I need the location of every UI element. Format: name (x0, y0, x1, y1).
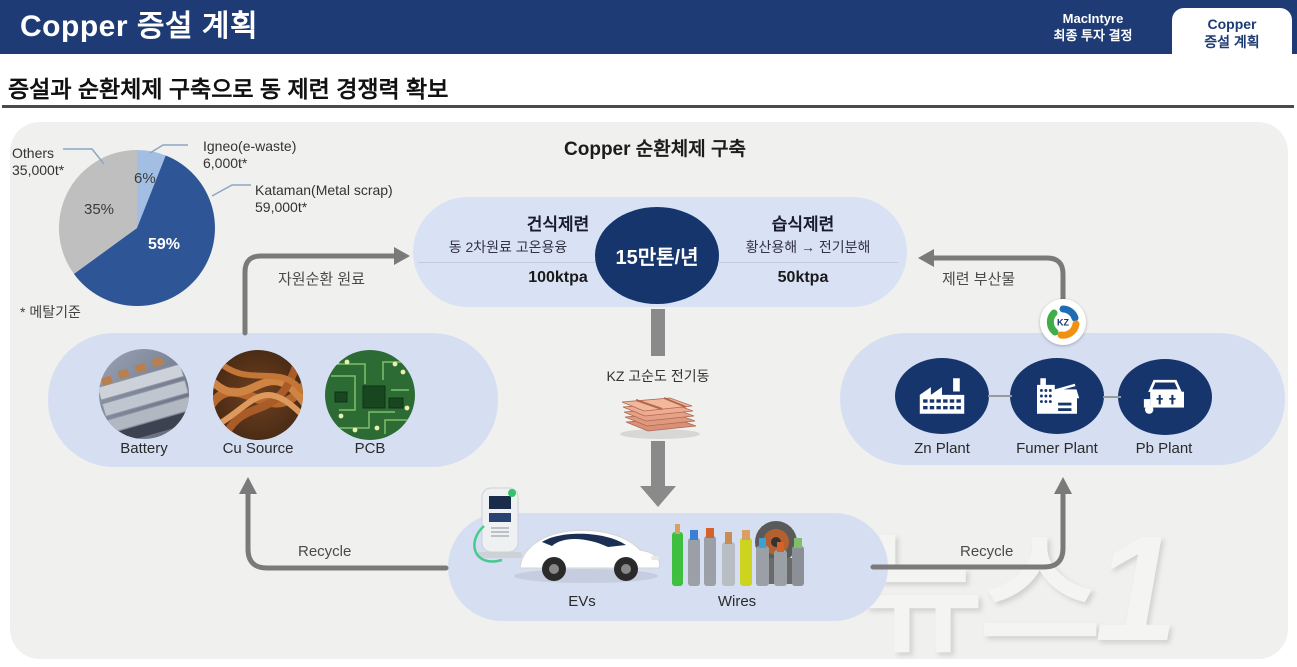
tab-copper-plan-line2: 증설 계획 (1204, 34, 1260, 50)
battery-photo (99, 349, 189, 439)
cathode-label: KZ 고순도 전기동 (606, 368, 710, 384)
pb-plant-circle (1118, 359, 1212, 435)
feed-arrow-label: 자원순환 원료 (278, 271, 365, 288)
wet-smelting-capacity: 50ktpa (777, 269, 829, 286)
pie-pct-others: 35% (84, 201, 115, 218)
byproduct-arrow-label: 제련 부산물 (942, 271, 1016, 288)
pie-callout-kataman-amount: 59,000t* (255, 199, 308, 215)
wet-smelting-heading: 습식제련 (771, 215, 835, 234)
news1-watermark: 뉴스1 (862, 488, 1191, 667)
label-battery: Battery (120, 440, 168, 457)
pcb-photo (325, 350, 415, 440)
pie-callout-others-amount: 35,000t* (12, 162, 65, 178)
nav-tab-macintyre-line2: 최종 투자 결정 (1053, 28, 1133, 43)
copper-cathode-image (620, 397, 700, 439)
nav-tab-macintyre-line1: MacIntyre (1062, 11, 1124, 26)
kz-logo-text: KZ (1057, 318, 1069, 328)
recycle-right-label: Recycle (960, 543, 1014, 560)
kz-logo-swirl: KZ (1046, 305, 1080, 339)
pie-callout-igneo-amount: 6,000t* (203, 155, 248, 171)
watermark-numeral: 1 (1082, 504, 1192, 667)
total-capacity-badge: 15만톤/년 (595, 207, 719, 304)
pie-slice-others (59, 150, 137, 274)
fumer-plant-icon (1037, 378, 1080, 414)
smelting-capacity-pill: 건식제련 동 2차원료 고온용융 100ktpa 15만톤/년 습식제련 황산용… (413, 197, 907, 307)
page-title: Copper 증설 계획 (20, 10, 259, 43)
kz-logo: KZ (1040, 299, 1086, 345)
label-pcb: PCB (354, 440, 386, 457)
dry-smelting-capacity: 100ktpa (528, 269, 588, 286)
label-evs: EVs (568, 593, 596, 610)
slide-subtitle: 증설과 순환체제 구축으로 동 제련 경쟁력 확보 (8, 76, 449, 102)
nav-tab-macintyre[interactable]: MacIntyre 최종 투자 결정 (1028, 10, 1158, 44)
label-cu-source: Cu Source (222, 440, 294, 457)
recycle-left-label: Recycle (298, 543, 352, 560)
zn-plant-circle (895, 358, 989, 434)
pb-plant-icon (1143, 379, 1184, 414)
fumer-plant-circle (1010, 358, 1104, 434)
dry-smelting-heading: 건식제련 (526, 215, 590, 234)
wires-image (672, 521, 804, 586)
pie-slice-kataman (73, 155, 215, 306)
pie-callout-kataman: Kataman(Metal scrap) 59,000t* (255, 182, 393, 216)
copper-scrap-image (213, 350, 303, 440)
pie-callout-others-name: Others (12, 145, 55, 161)
label-pb-plant: Pb Plant (1135, 440, 1193, 457)
pie-slice-igneo (137, 150, 166, 228)
label-fumer-plant: Fumer Plant (1016, 440, 1098, 457)
tab-copper-plan[interactable]: Copper 증설 계획 (1172, 8, 1292, 54)
pie-callout-igneo: Igneo(e-waste) 6,000t* (203, 138, 296, 172)
feed-mix-pie-chart (59, 150, 215, 306)
header-bar: Copper 증설 계획 MacIntyre 최종 투자 결정 Copper 증… (0, 0, 1297, 54)
dry-smelting-desc: 동 2차원료 고온용융 (418, 237, 598, 263)
diagram-title: Copper 순환체제 구축 (564, 139, 746, 160)
pie-callout-igneo-name: Igneo(e-waste) (203, 138, 297, 154)
label-zn-plant: Zn Plant (914, 440, 970, 457)
cu-source-photo (213, 350, 303, 440)
pie-pct-kataman: 59% (148, 236, 181, 253)
pie-footnote: * 메탈기준 (20, 304, 81, 320)
tab-copper-plan-line1: Copper (1207, 16, 1257, 32)
label-wires: Wires (717, 593, 757, 610)
pie-callout-kataman-name: Kataman(Metal scrap) (255, 182, 393, 198)
battery-pack-image (99, 349, 189, 439)
wet-smelting-desc: 황산용해 → 전기분해 (718, 237, 898, 263)
subtitle-divider (2, 105, 1294, 108)
pie-pct-igneo: 6% (134, 170, 156, 187)
pie-callout-others: Others 35,000t* (12, 145, 64, 179)
zn-plant-icon (919, 378, 965, 414)
circuit-board-image (325, 350, 415, 440)
ev-charging-image (473, 487, 661, 583)
